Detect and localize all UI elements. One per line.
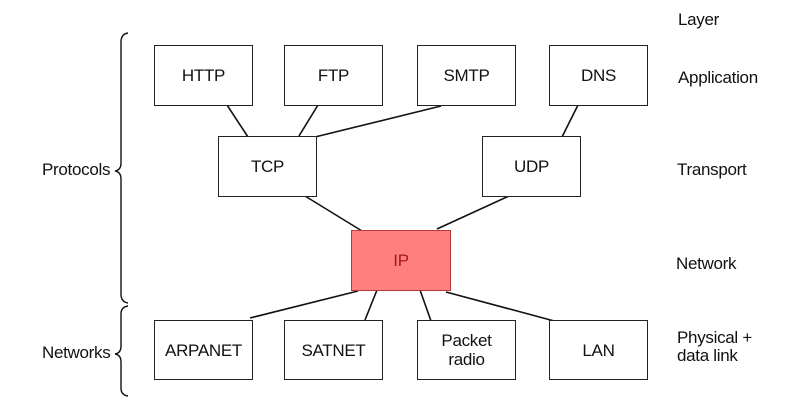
layer-application: Application [678,68,758,87]
protocols-brace [114,32,129,304]
tcp-label: TCP [250,157,285,176]
smtp-box: SMTP [417,45,516,106]
dns-box: DNS [549,45,648,106]
udp-label: UDP [514,157,549,176]
lan-label: LAN [582,340,615,360]
connector-udp-ip [436,195,510,230]
connector-ip-packet-radio [419,289,432,322]
arpanet-label: ARPANET [165,340,242,360]
connector-dns-udp [561,104,579,138]
satnet-label: SATNET [301,340,366,360]
layer-network: Network [676,254,737,273]
smtp-label: SMTP [443,66,490,85]
connector-ip-arpanet [249,290,359,319]
ftp-label: FTP [317,66,350,85]
layer-transport: Transport [677,160,747,179]
satnet-box: SATNET [284,320,383,380]
http-box: HTTP [154,45,253,106]
connector-smtp-tcp [314,105,442,138]
dns-label: DNS [581,66,616,85]
networks-group-label: Networks [42,343,111,362]
layer-physical-line1: Physical + [677,328,752,347]
http-label: HTTP [181,66,226,85]
lan-box: LAN [549,320,648,380]
layer-physical-line2: data link [677,346,738,365]
arpanet-box: ARPANET [154,320,253,380]
packet-radio-label-line2: radio [448,350,485,369]
ip-box: IP [351,230,451,291]
connector-tcp-ip [304,195,363,232]
udp-box: UDP [482,136,581,197]
connector-ftp-tcp [298,104,319,137]
protocols-group-label: Protocols [42,160,111,179]
networks-brace [114,305,129,397]
ip-label: IP [393,251,409,270]
tcp-box: TCP [218,136,317,197]
packet-radio-box: Packet radio [417,320,516,380]
layer-header: Layer [678,10,720,29]
connector-ip-lan [445,291,559,323]
packet-radio-label-line1: Packet [441,331,492,350]
connector-ip-satnet [364,289,378,321]
ftp-box: FTP [284,45,383,106]
connector-http-tcp [226,104,249,138]
